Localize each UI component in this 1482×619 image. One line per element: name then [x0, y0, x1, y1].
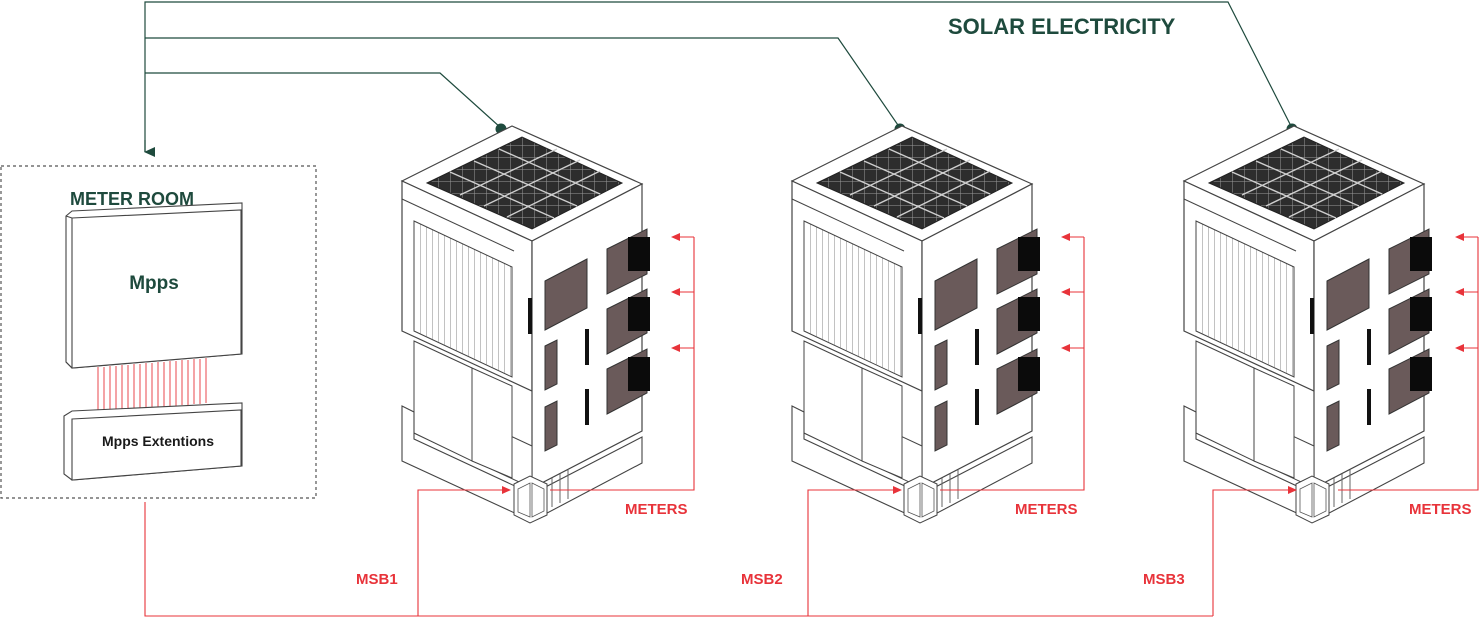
- cable-bundle: [97, 358, 207, 412]
- msb-wiring: [144, 233, 1479, 617]
- msb2-label: MSB2: [741, 571, 783, 588]
- building-1: [401, 125, 651, 524]
- mpps-extensions-label: Mpps Extentions: [102, 433, 214, 449]
- mpps-extension-unit: Mpps Extentions: [63, 402, 243, 481]
- meter-room-label: METER ROOM: [70, 189, 194, 209]
- meters-label-3: METERS: [1409, 501, 1472, 518]
- meters-label-1: METERS: [625, 501, 688, 518]
- meters-label-2: METERS: [1015, 501, 1078, 518]
- msb3-label: MSB3: [1143, 571, 1185, 588]
- diagram-title: SOLAR ELECTRICITY: [948, 14, 1176, 39]
- solar-feed-lines: [144, 1, 1293, 157]
- building-2: [791, 125, 1041, 524]
- mpps-label: Mpps: [129, 273, 179, 294]
- meter-room: METER ROOM Mpps Mpps Extentions: [0, 165, 317, 499]
- msb1-label: MSB1: [356, 571, 398, 588]
- building-3: [1183, 125, 1433, 524]
- mpps-unit: Mpps: [65, 202, 243, 369]
